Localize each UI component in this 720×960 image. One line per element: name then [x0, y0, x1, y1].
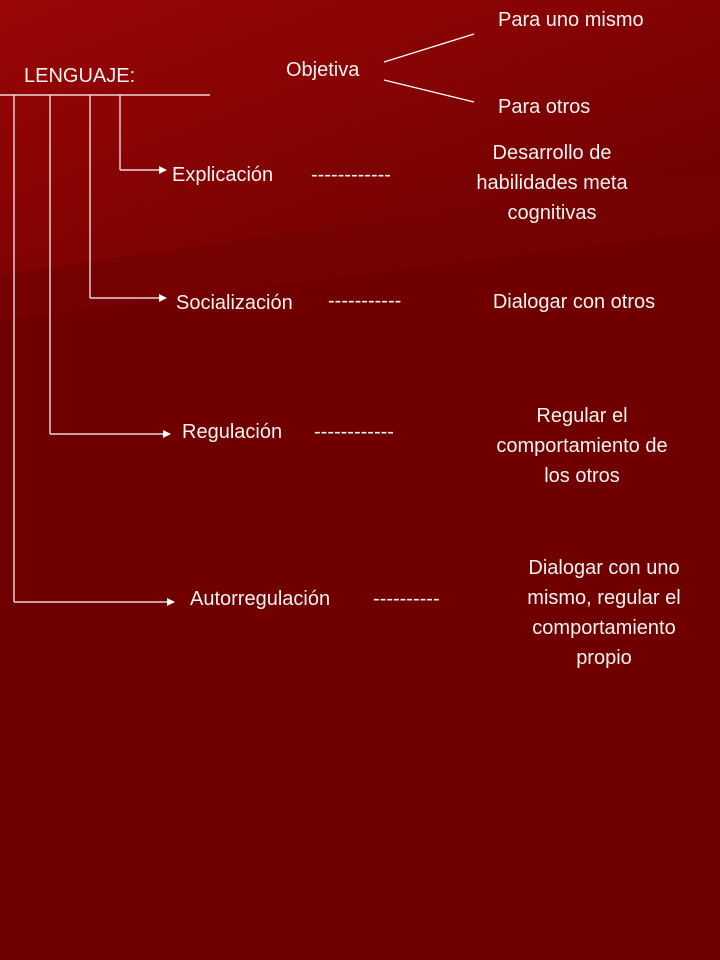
function-name-autorregulacion: Autorregulación [190, 588, 331, 610]
description-line: Dialogar con uno [528, 557, 680, 579]
description-line: los otros [544, 465, 620, 487]
description-line: Regular el [536, 405, 628, 427]
objetiva-line-up [383, 33, 475, 63]
function-dashes-explicacion: ------------ [311, 164, 391, 186]
objetiva-line-down [383, 79, 475, 103]
function-dashes-autorregulacion: ---------- [373, 588, 440, 610]
function-description-regulacion: Regular el comportamiento de los otros [472, 401, 692, 491]
function-name-regulacion: Regulación [182, 421, 283, 443]
description-line: Dialogar con otros [492, 291, 656, 313]
function-dashes-regulacion: ------------ [314, 421, 394, 443]
function-description-socializacion: Dialogar con otros [474, 287, 674, 317]
function-name-socializacion: Socialización [176, 292, 293, 314]
function-name-explicacion: Explicación [172, 164, 274, 186]
root-label: LENGUAJE: [24, 65, 136, 87]
description-line: comportamiento de [496, 435, 668, 457]
function-dashes-socializacion: ----------- [328, 290, 402, 312]
function-description-autorregulacion: Dialogar con uno mismo, regular el compo… [494, 553, 714, 673]
description-line: cognitivas [507, 202, 597, 224]
objetiva-label: Objetiva [286, 59, 360, 81]
function-description-explicacion: Desarrollo de habilidades meta cognitiva… [452, 138, 652, 228]
description-line: habilidades meta [476, 172, 628, 194]
description-line: propio [576, 647, 632, 669]
description-line: comportamiento [532, 617, 676, 639]
objetiva-branch-uno-mismo: Para uno mismo [498, 9, 644, 31]
description-line: mismo, regular el [527, 587, 681, 609]
description-line: Desarrollo de [492, 142, 612, 164]
objetiva-branch-otros: Para otros [498, 96, 591, 118]
